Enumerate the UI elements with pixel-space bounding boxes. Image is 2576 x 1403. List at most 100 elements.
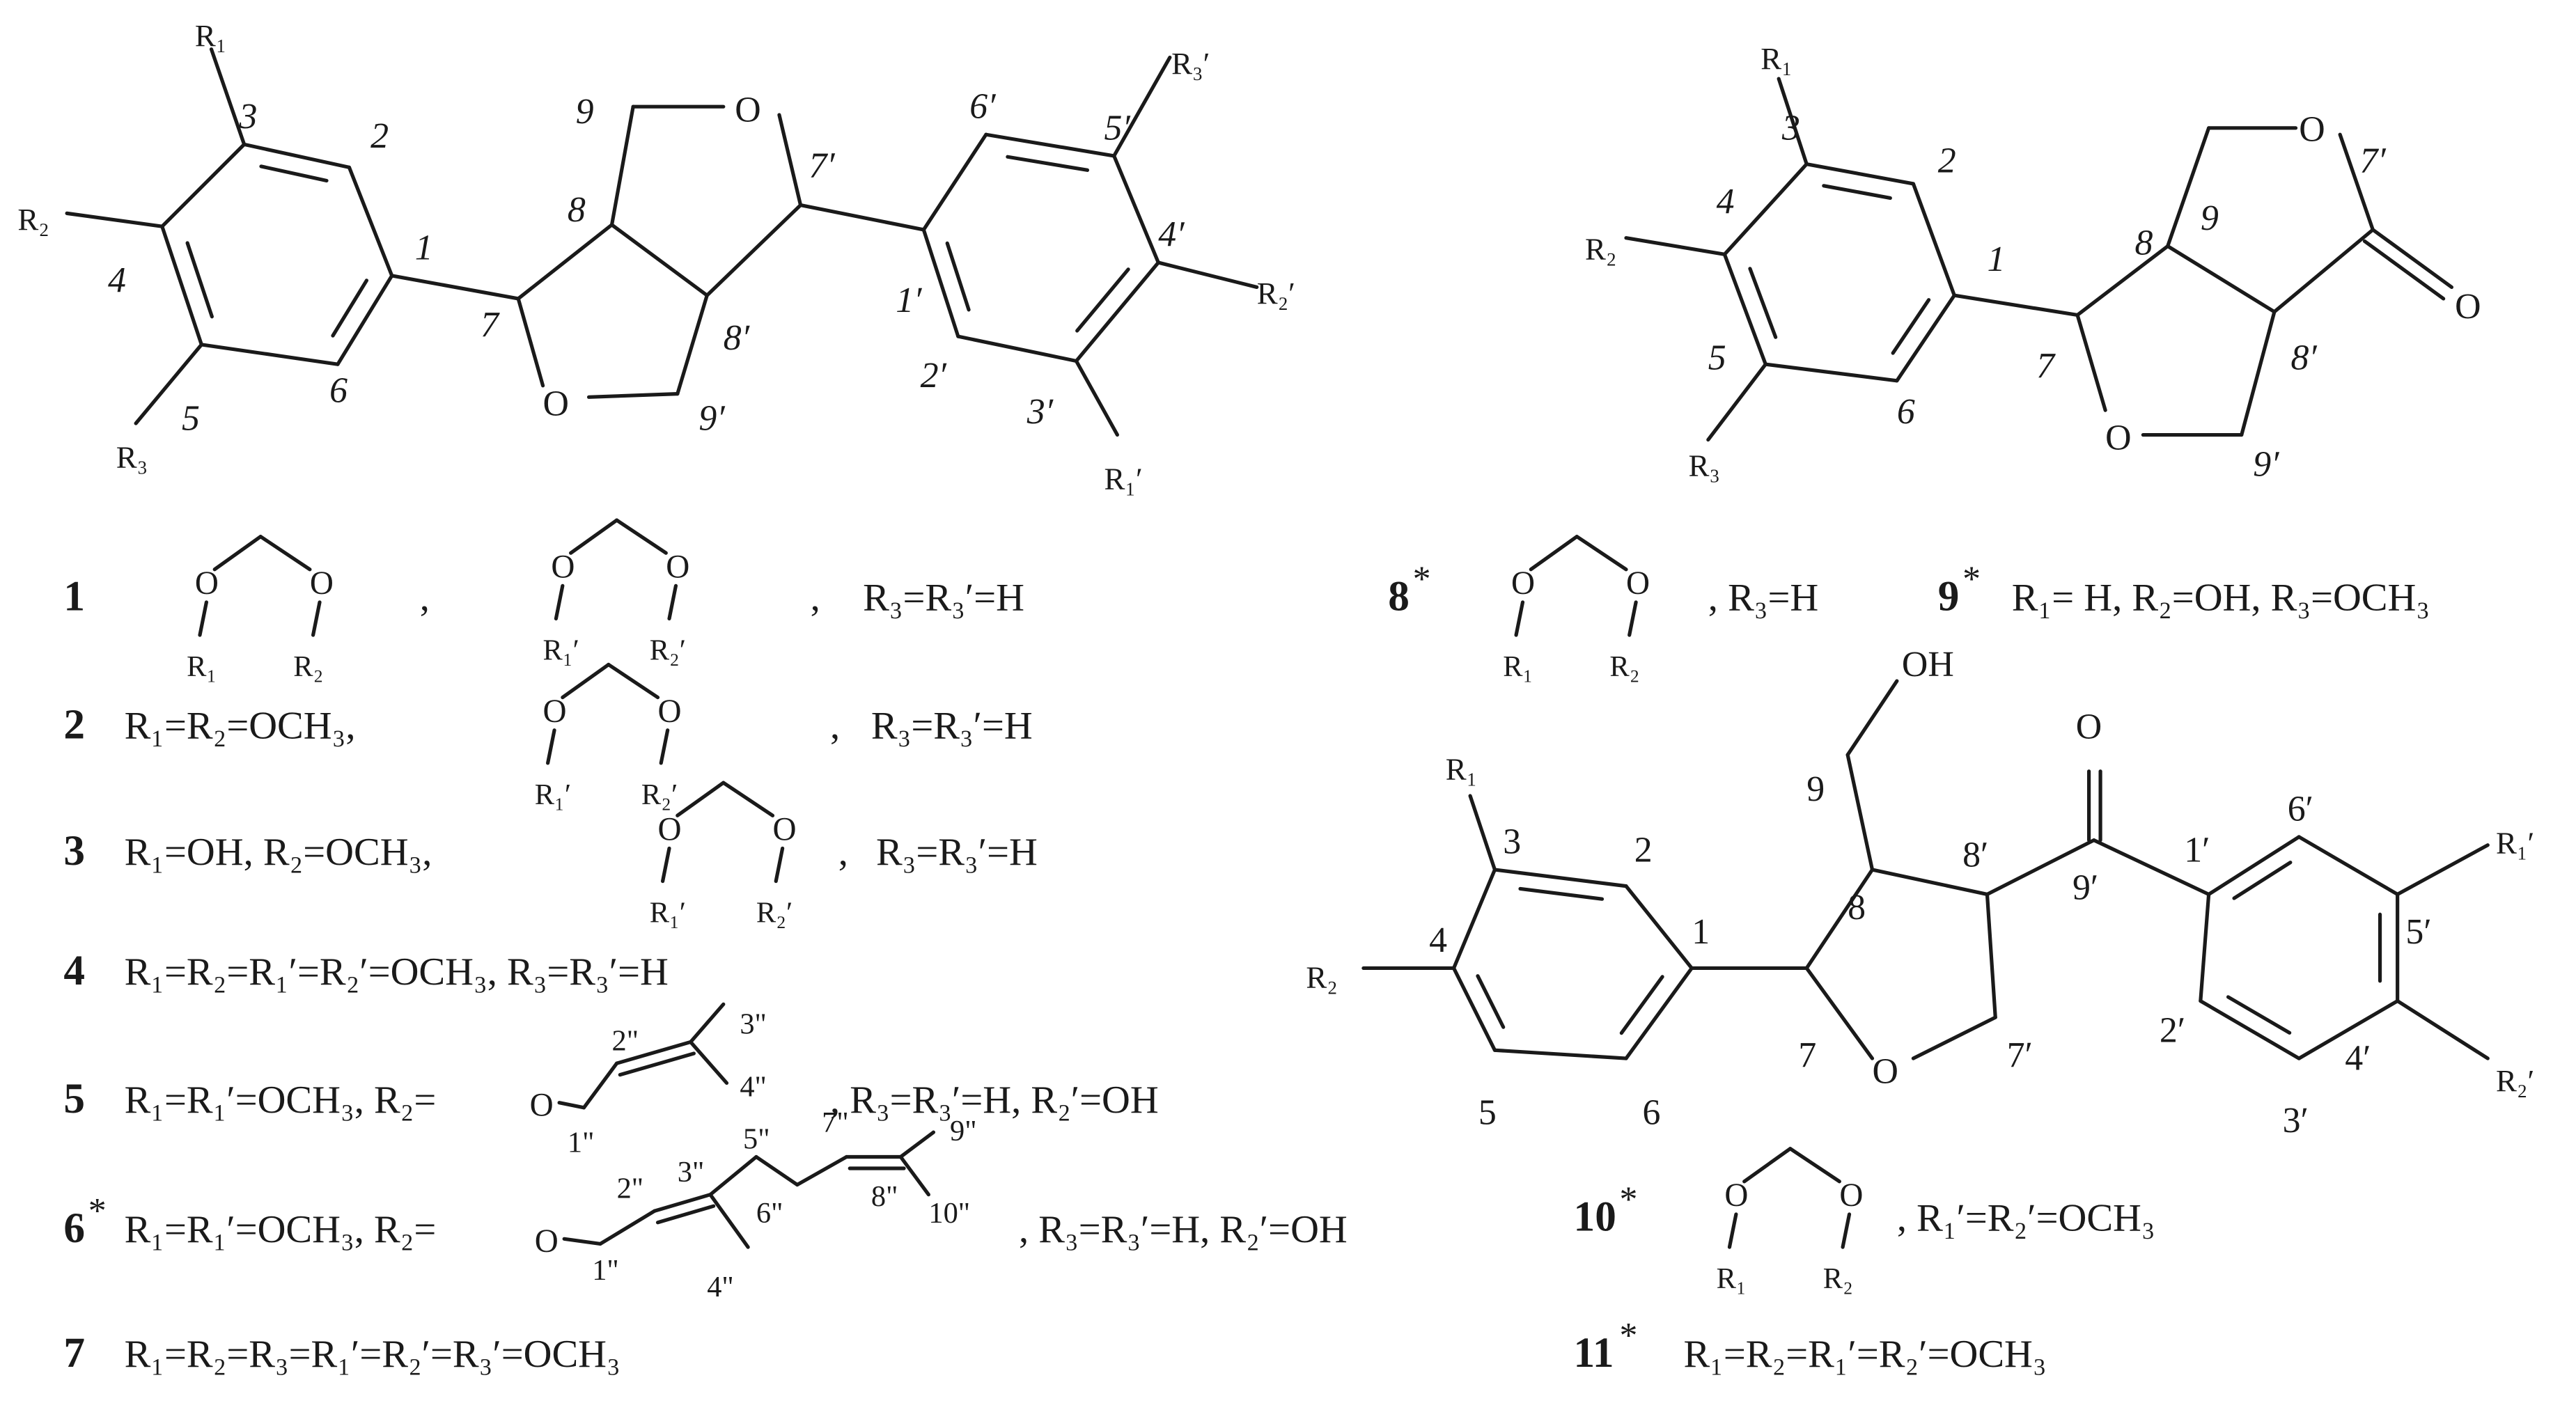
bond: [554, 583, 565, 621]
benzene-ring-10-right: [2297, 999, 2400, 1060]
compound-substituents: , R₃=R₃′=H, R₂′=OH: [1019, 1208, 1348, 1251]
bond: [615, 518, 668, 555]
atom-label-prenyl-c2: 2": [612, 1024, 639, 1057]
atom-label-geranyl-c5: 5": [743, 1123, 770, 1156]
atom-label-o_top: O: [735, 90, 760, 130]
atom-label-c1: 1: [415, 228, 433, 267]
compound-number: 5: [63, 1075, 85, 1122]
compound-substituents: R₃=R₃′=H: [871, 705, 1033, 748]
bond: [1156, 260, 1259, 290]
atom-label-geranyl-c9: 9": [950, 1115, 977, 1147]
atom-label-r3p: R₃′: [1171, 46, 1210, 81]
r-group-label: R₁′: [650, 896, 686, 929]
bond: [1575, 535, 1628, 572]
atom-label-prenyl-c3: 3": [740, 1008, 767, 1041]
atom-label-prenyl-c4: 4": [740, 1070, 767, 1103]
compound-number: 4: [63, 947, 85, 994]
benzene-ring-left: [347, 165, 394, 278]
alkene-bond: [615, 1040, 693, 1065]
bond: [1468, 794, 1497, 872]
atom-label-c9: 9: [576, 92, 594, 132]
atom-label-10-c1p: 1′: [2184, 830, 2210, 870]
compound-substituents: R₃=R₃′=H: [863, 577, 1024, 620]
benzene-ring-right: [984, 132, 1116, 158]
atom-label-10-c8p: 8′: [1962, 835, 1988, 875]
atom-label-10-c2: 2: [1634, 830, 1653, 870]
benzene-ring-left: [242, 142, 352, 169]
bond: [134, 343, 203, 425]
benzene-ring-10: [1624, 884, 1694, 971]
benzene-ring-10: [1492, 868, 1628, 888]
benzene-ring-left: [160, 224, 203, 347]
bond: [795, 1154, 849, 1187]
atom-label-10-r1p: R₁′: [2496, 825, 2534, 860]
atom-label-r3: R₃: [116, 440, 148, 475]
benzene-ring-8: [1722, 252, 1767, 366]
compound-number: 3: [63, 827, 85, 875]
bond: [1706, 362, 1767, 442]
bond: [598, 1209, 657, 1246]
atom-label-10-c6: 6: [1643, 1092, 1661, 1132]
benzene-ring-right-double: [1006, 155, 1090, 172]
atom-label-8-c3: 3: [1781, 108, 1800, 148]
compound-substituents: , R₃=R₃′=H, R₂′=OH: [830, 1079, 1159, 1122]
compound-number: 10: [1574, 1193, 1616, 1241]
atom-label-geranyl-c3: 3": [678, 1156, 705, 1189]
atom-label-geranyl-c10: 10": [928, 1197, 970, 1230]
carbonyl-bond-double: [2362, 239, 2446, 301]
asterisk: *: [1620, 1179, 1638, 1219]
atom-label-c1p: 1′: [896, 281, 922, 320]
atom-label-8-c1: 1: [1987, 240, 2005, 279]
benzene-ring-left-double: [185, 241, 214, 319]
bond: [561, 662, 611, 700]
benzene-ring-right: [1074, 260, 1160, 363]
benzene-ring-right: [921, 228, 960, 338]
bond: [65, 211, 164, 228]
atom-label-r1p: R₁′: [1104, 461, 1143, 496]
bond: [1777, 77, 1809, 166]
atom-label-c6: 6: [329, 370, 348, 410]
benzene-ring-10: [1624, 966, 1694, 1060]
bond: [258, 535, 312, 572]
bonds: [65, 47, 2490, 1249]
bond: [2166, 126, 2211, 249]
benzene-ring-8: [1804, 162, 1916, 186]
benzene-ring-10-double: [1518, 886, 1605, 901]
bond: [1727, 1212, 1738, 1249]
benzene-ring-8-double: [1891, 298, 1931, 355]
r-group-label: R₁: [187, 650, 217, 683]
benzene-ring-right: [1112, 154, 1160, 265]
compound-substituents: R₃=R₃′=H: [876, 831, 1038, 874]
compound-number: 7: [63, 1329, 85, 1377]
bond: [1985, 838, 2096, 897]
atom-label-c8: 8: [568, 190, 586, 230]
bond: [2338, 132, 2375, 232]
benzene-ring-left-double: [259, 164, 329, 183]
benzene-ring-right: [956, 334, 1079, 363]
r-group-label: R₂: [1609, 650, 1639, 683]
oxygen-label: O: [658, 693, 682, 730]
compound-substituents: R₁= H, R₂=OH, R₃=OCH₃: [2012, 577, 2430, 620]
atom-label-10-r1: R₁: [1446, 751, 1477, 786]
atom-label-c4: 4: [108, 260, 126, 300]
atom-label-c2p: 2′: [921, 356, 947, 395]
bond: [609, 104, 635, 227]
benzene-ring-10-right: [2207, 835, 2301, 897]
alkene-bond-double: [655, 1204, 716, 1225]
bond: [1985, 892, 1997, 1019]
atom-label-8-c8: 8: [2135, 223, 2153, 262]
bond: [1845, 679, 1899, 757]
compound-substituents: R₁=R₂=R₃=R₁′=R₂′=R₃′=OCH₃: [125, 1333, 620, 1376]
compound-substituents: ,: [811, 577, 820, 620]
atom-label-r2p: R₂′: [1257, 276, 1295, 311]
benzene-ring-left: [336, 274, 394, 366]
benzene-ring-10-double: [1619, 975, 1664, 1035]
benzene-ring-8: [1911, 182, 1956, 297]
oxygen-label: O: [195, 565, 219, 602]
compound-number: 9: [1938, 573, 1960, 620]
atom-label-10-c3p: 3′: [2283, 1101, 2309, 1141]
benzene-ring-10: [1451, 966, 1497, 1052]
benzene-ring-8: [1722, 162, 1809, 256]
bond: [1624, 236, 1726, 256]
